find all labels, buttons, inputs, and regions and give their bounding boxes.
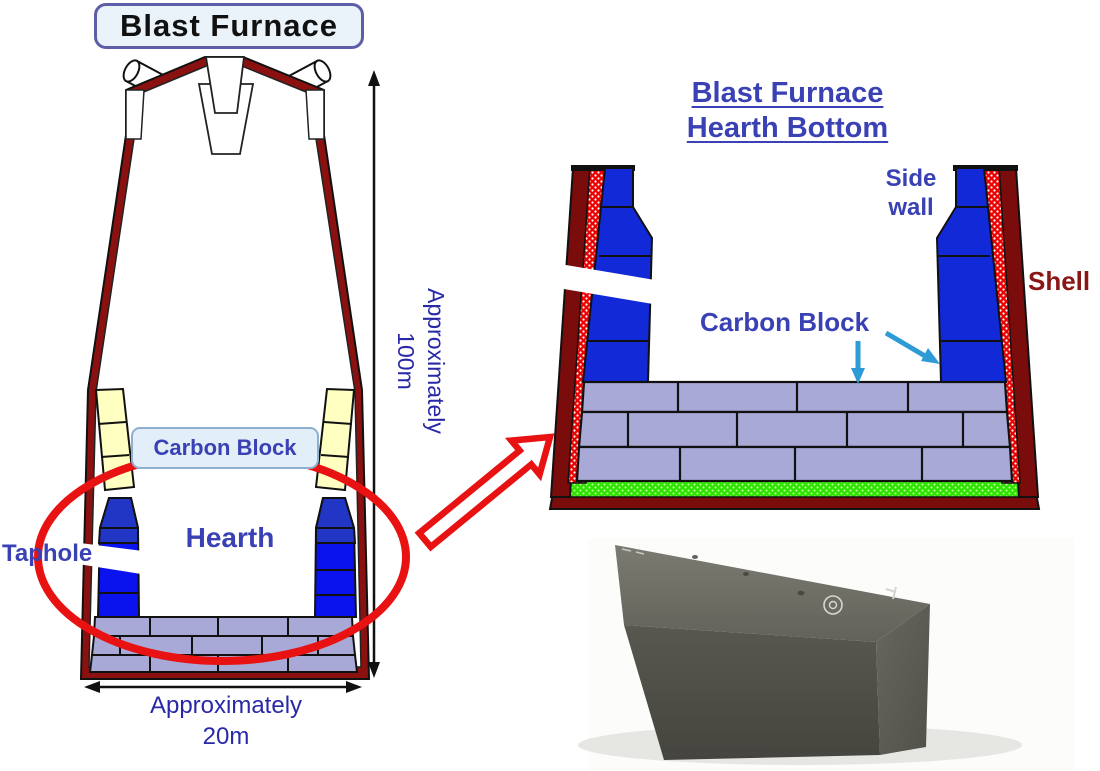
photo-block-end-face (876, 604, 930, 755)
hearth-bottom-title: Blast Furnace Hearth Bottom (686, 77, 889, 144)
shoulder-columns (125, 89, 325, 140)
height-dimension-arrow (368, 70, 380, 678)
hearth-bottom-detail (546, 165, 1041, 510)
height-dimension-label: Approximately 100m (393, 288, 449, 434)
carbon-block-label-box: Carbon Block (131, 427, 319, 469)
photo-block-markings (621, 548, 897, 615)
width-dimension-label: Approximately 20m (149, 692, 303, 750)
carbon-block-label: Carbon Block (153, 435, 297, 460)
carbon-block-photo (578, 538, 1075, 770)
detail-green-layer (565, 480, 1023, 498)
hearth-side-blocks (96, 497, 358, 618)
blast-furnace-title: Blast Furnace (119, 8, 338, 43)
hearth-label: Hearth (185, 522, 275, 553)
taphole-label: Taphole (2, 540, 93, 567)
carbon-block-detail-label: Carbon Block (700, 307, 870, 337)
width-dimension-arrow (84, 681, 362, 693)
taphole-cut (78, 543, 143, 574)
carbon-block-pointer-arrows (851, 330, 940, 384)
photo-block-front-face (624, 625, 880, 760)
furnace-cross-section (34, 56, 555, 693)
shell-label: Shell (1028, 266, 1091, 296)
blast-furnace-title-box: Blast Furnace (94, 3, 364, 49)
zoom-arrow (414, 433, 555, 552)
side-wall-label: Side wall (885, 165, 937, 221)
photo-block-top-face (615, 545, 930, 642)
throat-bells (197, 56, 255, 155)
detail-wall-break (546, 262, 655, 304)
detail-bottom-bricks (575, 380, 1014, 483)
